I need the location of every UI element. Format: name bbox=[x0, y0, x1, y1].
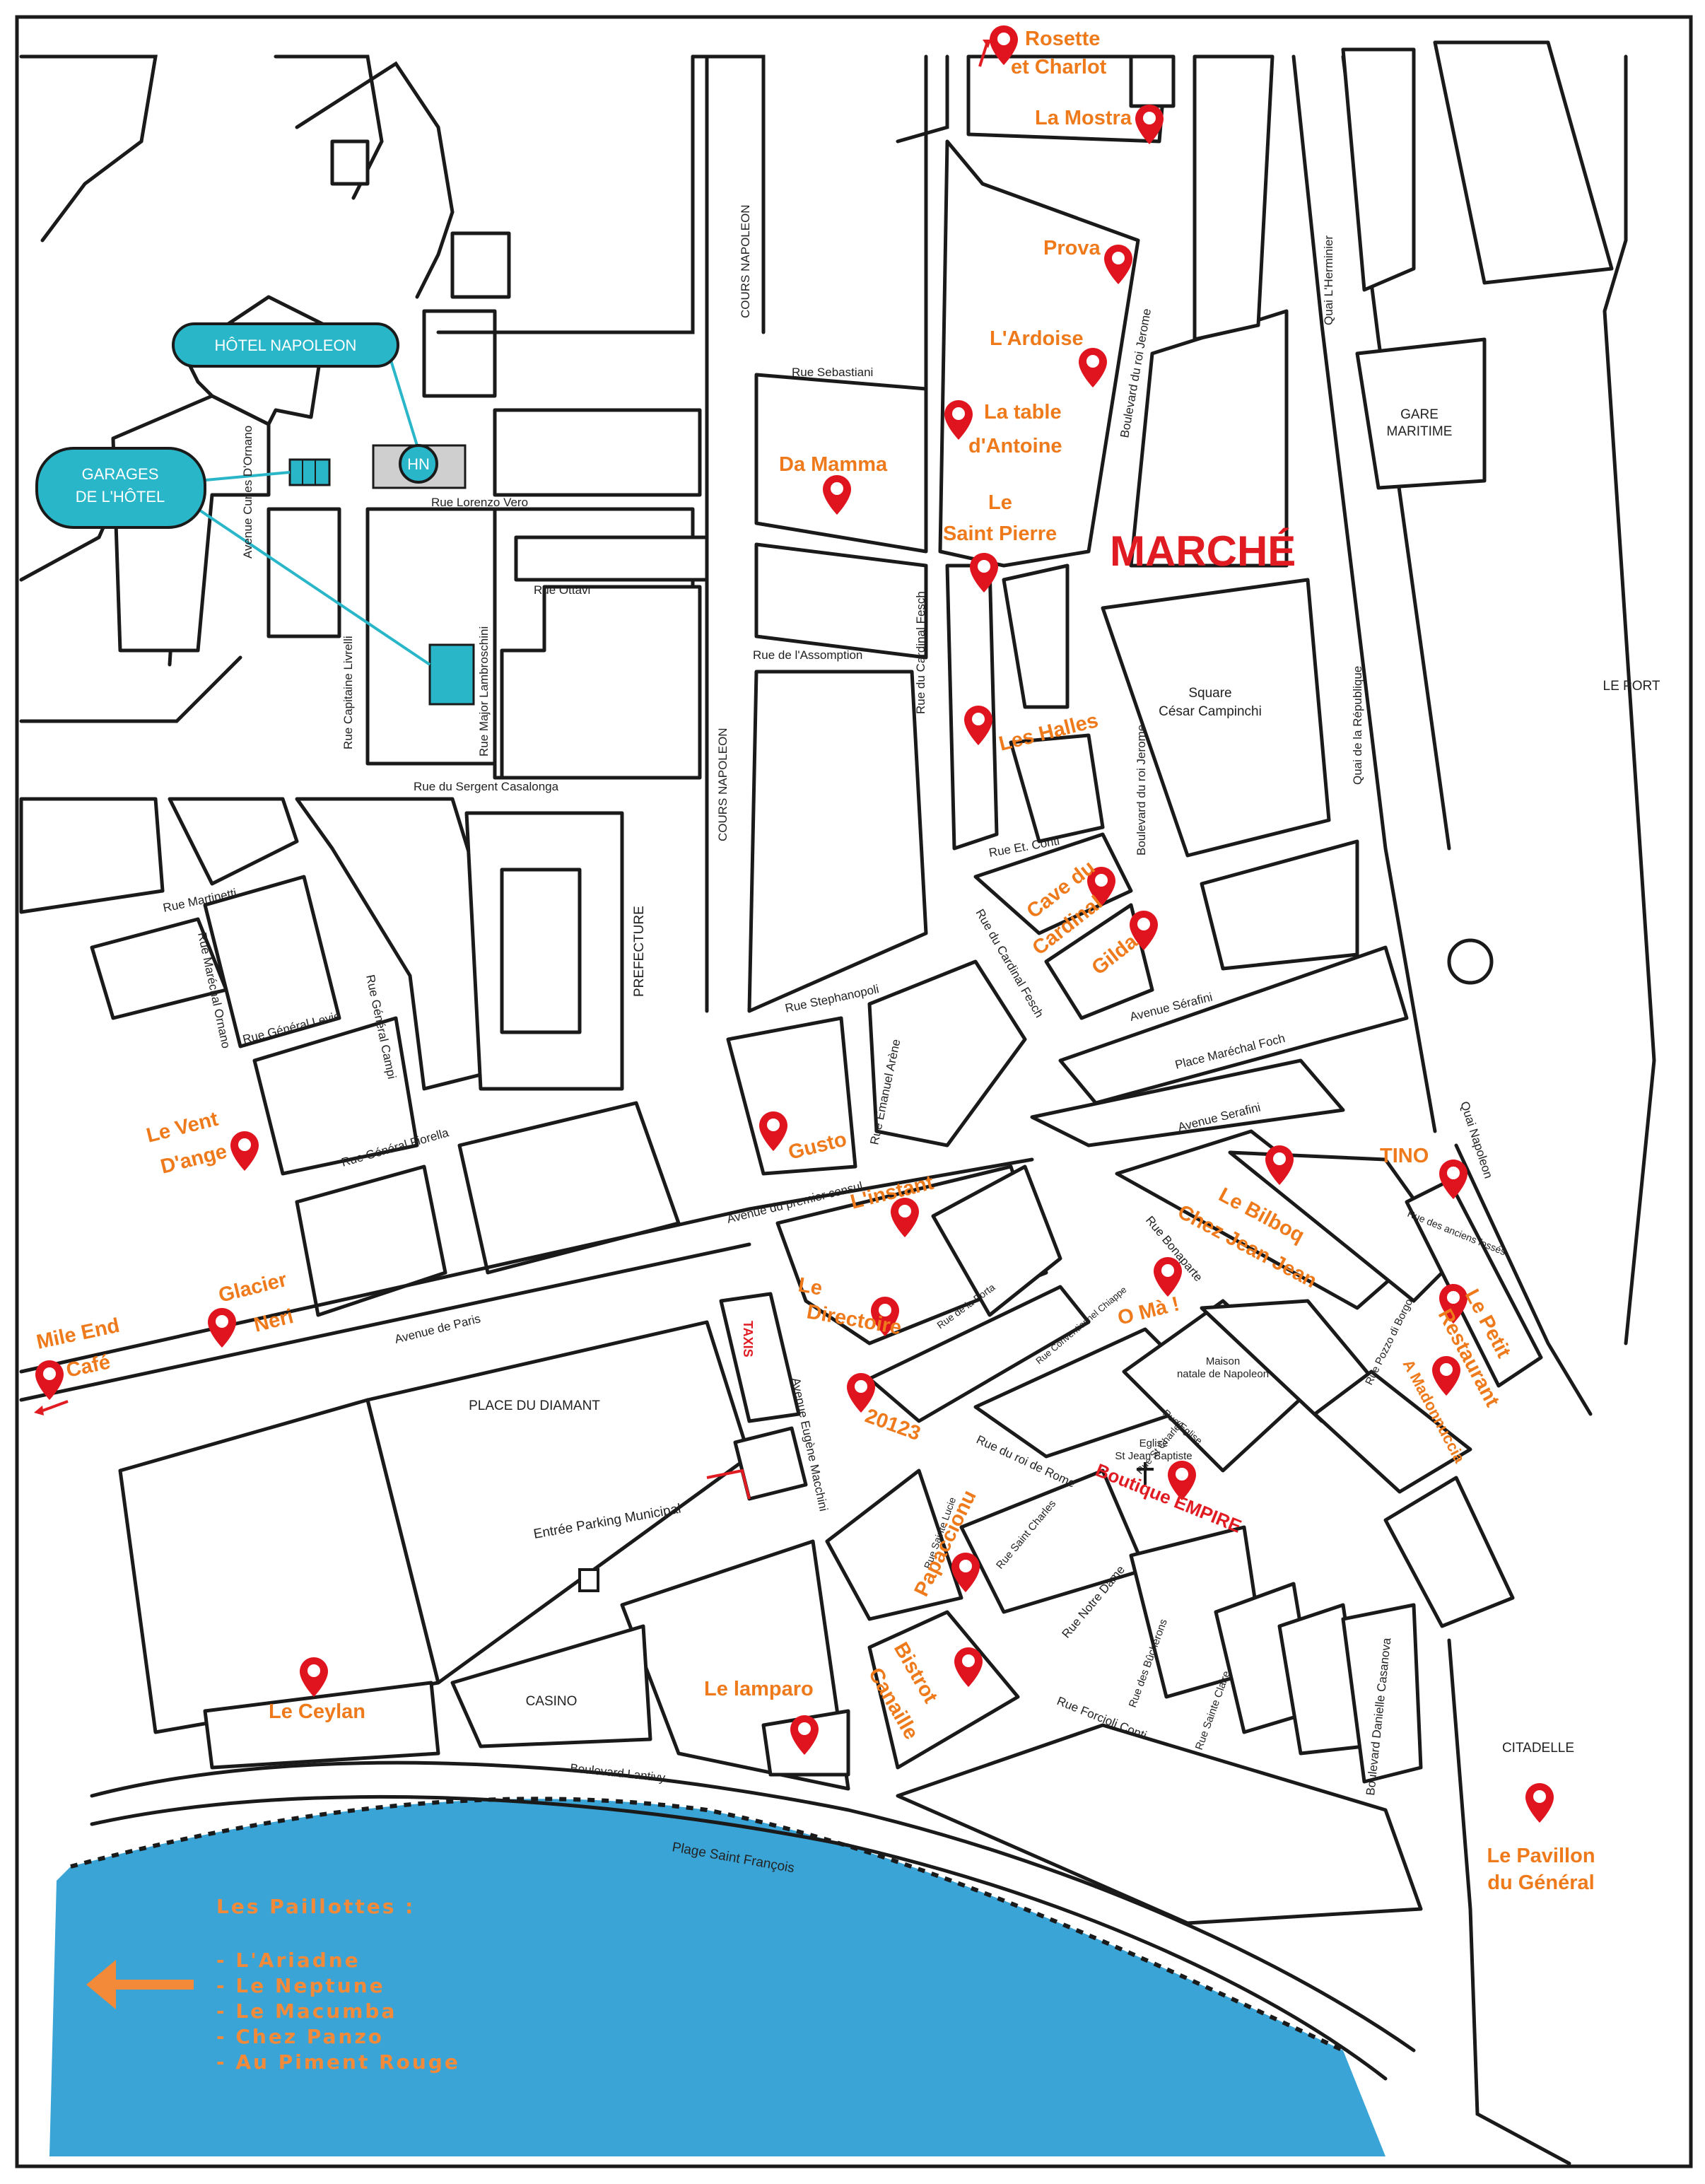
eglise-label: Eglise bbox=[1139, 1437, 1168, 1449]
left-arrow-icon bbox=[86, 1960, 194, 2009]
label-pavillon: Le Pavillon bbox=[1487, 1845, 1595, 1867]
square-label: Square bbox=[1188, 686, 1231, 701]
hotel-badge[interactable]: HN bbox=[399, 444, 438, 484]
svg-text:D'ange: D'ange bbox=[158, 1140, 229, 1179]
le-port-label: LE PORT bbox=[1603, 679, 1660, 694]
label-table-antoine: La table bbox=[984, 401, 1062, 424]
beach-line bbox=[70, 1797, 1344, 2052]
label-glacier: Glacier bbox=[216, 1268, 289, 1307]
garages-label[interactable]: GARAGES DE L'HÔTEL bbox=[35, 447, 206, 529]
svg-text:GARAGES: GARAGES bbox=[82, 465, 159, 483]
sea bbox=[49, 1799, 1385, 2156]
svg-text:St Jean Baptiste: St Jean Baptiste bbox=[1115, 1450, 1192, 1462]
place-diamant-label: PLACE DU DIAMANT bbox=[469, 1398, 600, 1413]
svg-text:HÔTEL NAPOLEON: HÔTEL NAPOLEON bbox=[215, 337, 357, 354]
label-tino: TINO bbox=[1380, 1145, 1429, 1167]
label-mile-end: Mile End bbox=[35, 1314, 122, 1354]
street-rue-major: Rue Major Lambroschini bbox=[477, 626, 491, 757]
street-quai-herminier: Quai L'Herminier bbox=[1322, 235, 1335, 325]
street-rue-ottavi: Rue Ottavi bbox=[534, 583, 590, 597]
street-bd-roi-jerome-2: Boulevard du roi Jerome bbox=[1135, 725, 1148, 856]
svg-text:natale de Napoleon: natale de Napoleon bbox=[1177, 1368, 1269, 1380]
pin-vent-ange bbox=[230, 1131, 259, 1171]
street-cours-napoleon-top: COURS NAPOLEON bbox=[739, 204, 752, 318]
street-rue-sebastiani: Rue Sebastiani bbox=[792, 366, 873, 379]
parking-entrance-arrow bbox=[706, 1468, 751, 1500]
svg-text:d'Antoine: d'Antoine bbox=[968, 435, 1062, 457]
casino-label: CASINO bbox=[526, 1694, 578, 1709]
label-saint-pierre: Le bbox=[988, 491, 1012, 514]
street-blocks bbox=[19, 40, 1656, 2166]
svg-text:DE L'HÔTEL: DE L'HÔTEL bbox=[76, 488, 165, 506]
hotel-napoleon-label[interactable]: HÔTEL NAPOLEON bbox=[172, 322, 399, 368]
pin-mile-end bbox=[35, 1360, 64, 1400]
gare-maritime-label: GARE bbox=[1400, 407, 1439, 422]
prefecture-label: PREFECTURE bbox=[632, 906, 647, 997]
pin-o-ma bbox=[1154, 1257, 1182, 1297]
church-cross-icon bbox=[1137, 1462, 1154, 1485]
label-la-mostra: La Mostra bbox=[1035, 107, 1132, 129]
svg-text:du Général: du Général bbox=[1487, 1871, 1595, 1894]
svg-text:HN: HN bbox=[407, 455, 430, 473]
marche-label: MARCHÉ bbox=[1110, 527, 1296, 575]
map-frame bbox=[15, 15, 1693, 2168]
street-cours-napoleon-mid: COURS NAPOLEON bbox=[716, 728, 730, 841]
maison-label: Maison bbox=[1206, 1355, 1240, 1367]
street-rue-lorenzo-vero: Rue Lorenzo Vero bbox=[431, 496, 528, 509]
label-vent-ange: Le Vent bbox=[144, 1108, 221, 1148]
taxis-label: TAXIS bbox=[741, 1321, 755, 1357]
svg-text:MARITIME: MARITIME bbox=[1387, 424, 1453, 439]
pin-glacier bbox=[208, 1308, 236, 1348]
street-quai-republique: Quai de la République bbox=[1351, 666, 1364, 785]
paillotte-item: - Au Piment Rouge bbox=[216, 2050, 460, 2074]
street-cardinal-fesch: Rue du Cardinal Fesch bbox=[914, 591, 927, 714]
label-da-mamma: Da Mamma bbox=[779, 453, 888, 476]
svg-text:Café: Café bbox=[64, 1350, 112, 1382]
paillotte-item: - Chez Panzo bbox=[216, 2025, 384, 2048]
street-rue-capitaine: Rue Capitaine Livrelli bbox=[341, 636, 355, 749]
label-ceylan: Le Ceylan bbox=[269, 1700, 365, 1723]
paillotte-item: - Le Macumba bbox=[216, 1999, 397, 2023]
street-rue-assomption: Rue de l'Assomption bbox=[753, 648, 862, 662]
street-bd-lantivy: Boulevard Lantivy bbox=[570, 1761, 667, 1785]
svg-text:Neri: Neri bbox=[252, 1305, 295, 1337]
street-avenue-cunes: Avenue Cunes D'Ornano bbox=[241, 426, 254, 559]
label-ardoise: L'Ardoise bbox=[990, 327, 1084, 350]
svg-text:César Campinchi: César Campinchi bbox=[1159, 704, 1262, 719]
citadelle-label: CITADELLE bbox=[1502, 1741, 1574, 1756]
label-lamparo: Le lamparo bbox=[704, 1678, 814, 1700]
paillottes-title: Les Paillottes : bbox=[216, 1895, 415, 1918]
svg-text:Saint Pierre: Saint Pierre bbox=[943, 522, 1057, 545]
paillottes-legend: Les Paillottes : - L'Ariadne - Le Neptun… bbox=[86, 1895, 460, 2074]
label-o-ma: O Mà ! bbox=[1115, 1292, 1182, 1329]
pin-madonnuccia bbox=[1432, 1356, 1460, 1396]
pin-pavillon bbox=[1525, 1783, 1554, 1823]
svg-text:et Charlot: et Charlot bbox=[1011, 56, 1107, 78]
label-prova: Prova bbox=[1043, 237, 1101, 259]
label-directoire: Le bbox=[797, 1273, 824, 1300]
paillotte-item: - Le Neptune bbox=[216, 1974, 385, 1997]
street-rue-sergent: Rue du Sergent Casalonga bbox=[414, 780, 559, 793]
paillotte-item: - L'Ariadne bbox=[216, 1949, 361, 1972]
label-rosette: Rosette bbox=[1025, 28, 1100, 50]
